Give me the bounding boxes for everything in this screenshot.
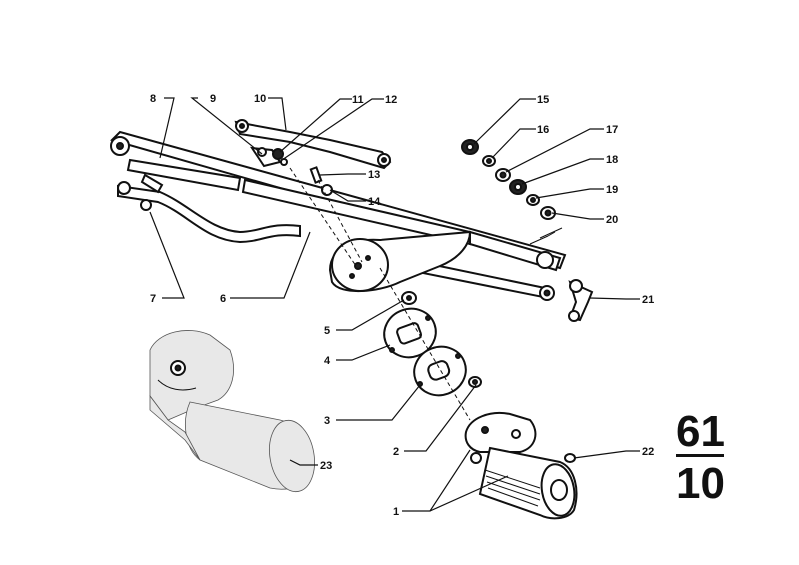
callout-23: 23: [320, 460, 332, 472]
motor-alternative: [149, 330, 315, 493]
callout-14: 14: [368, 196, 381, 208]
callout-18: 18: [606, 154, 618, 166]
callout-5: 5: [324, 325, 330, 337]
callout-2: 2: [393, 446, 399, 458]
callout-16: 16: [537, 124, 549, 136]
hardware-stack: [461, 139, 556, 220]
callout-15: 15: [537, 94, 549, 106]
callout-17: 17: [606, 124, 618, 136]
callout-13: 13: [368, 169, 380, 181]
right-crank: [529, 227, 594, 322]
curved-rod: [117, 173, 301, 244]
callout-3: 3: [324, 415, 330, 427]
mounting-plate: [328, 230, 472, 293]
wiper-motor: [464, 412, 578, 520]
group-code-divider: [676, 454, 724, 457]
group-code: 61 10: [676, 407, 725, 508]
bolt-13-14: [289, 166, 363, 267]
callout-4: 4: [324, 355, 331, 367]
leader-lines: [149, 97, 640, 512]
gasket-set: [379, 267, 482, 421]
callout-21: 21: [642, 294, 654, 306]
small-clips: [249, 146, 288, 168]
callout-6: 6: [220, 293, 226, 305]
callout-labels: 8 9 10 11 12 13 14 15 16 17 18 19 20 21 …: [150, 93, 654, 518]
callout-10: 10: [254, 93, 266, 105]
callout-11: 11: [352, 94, 364, 106]
group-code-bottom: 10: [676, 459, 725, 508]
callout-9: 9: [210, 93, 216, 105]
callout-1: 1: [393, 506, 399, 518]
callout-19: 19: [606, 184, 618, 196]
group-code-top: 61: [676, 407, 725, 456]
upper-linkage-arm: [234, 119, 392, 170]
callout-8: 8: [150, 93, 156, 105]
callout-12: 12: [385, 94, 397, 106]
callout-7: 7: [150, 293, 156, 305]
callout-22: 22: [642, 446, 654, 458]
callout-20: 20: [606, 214, 618, 226]
